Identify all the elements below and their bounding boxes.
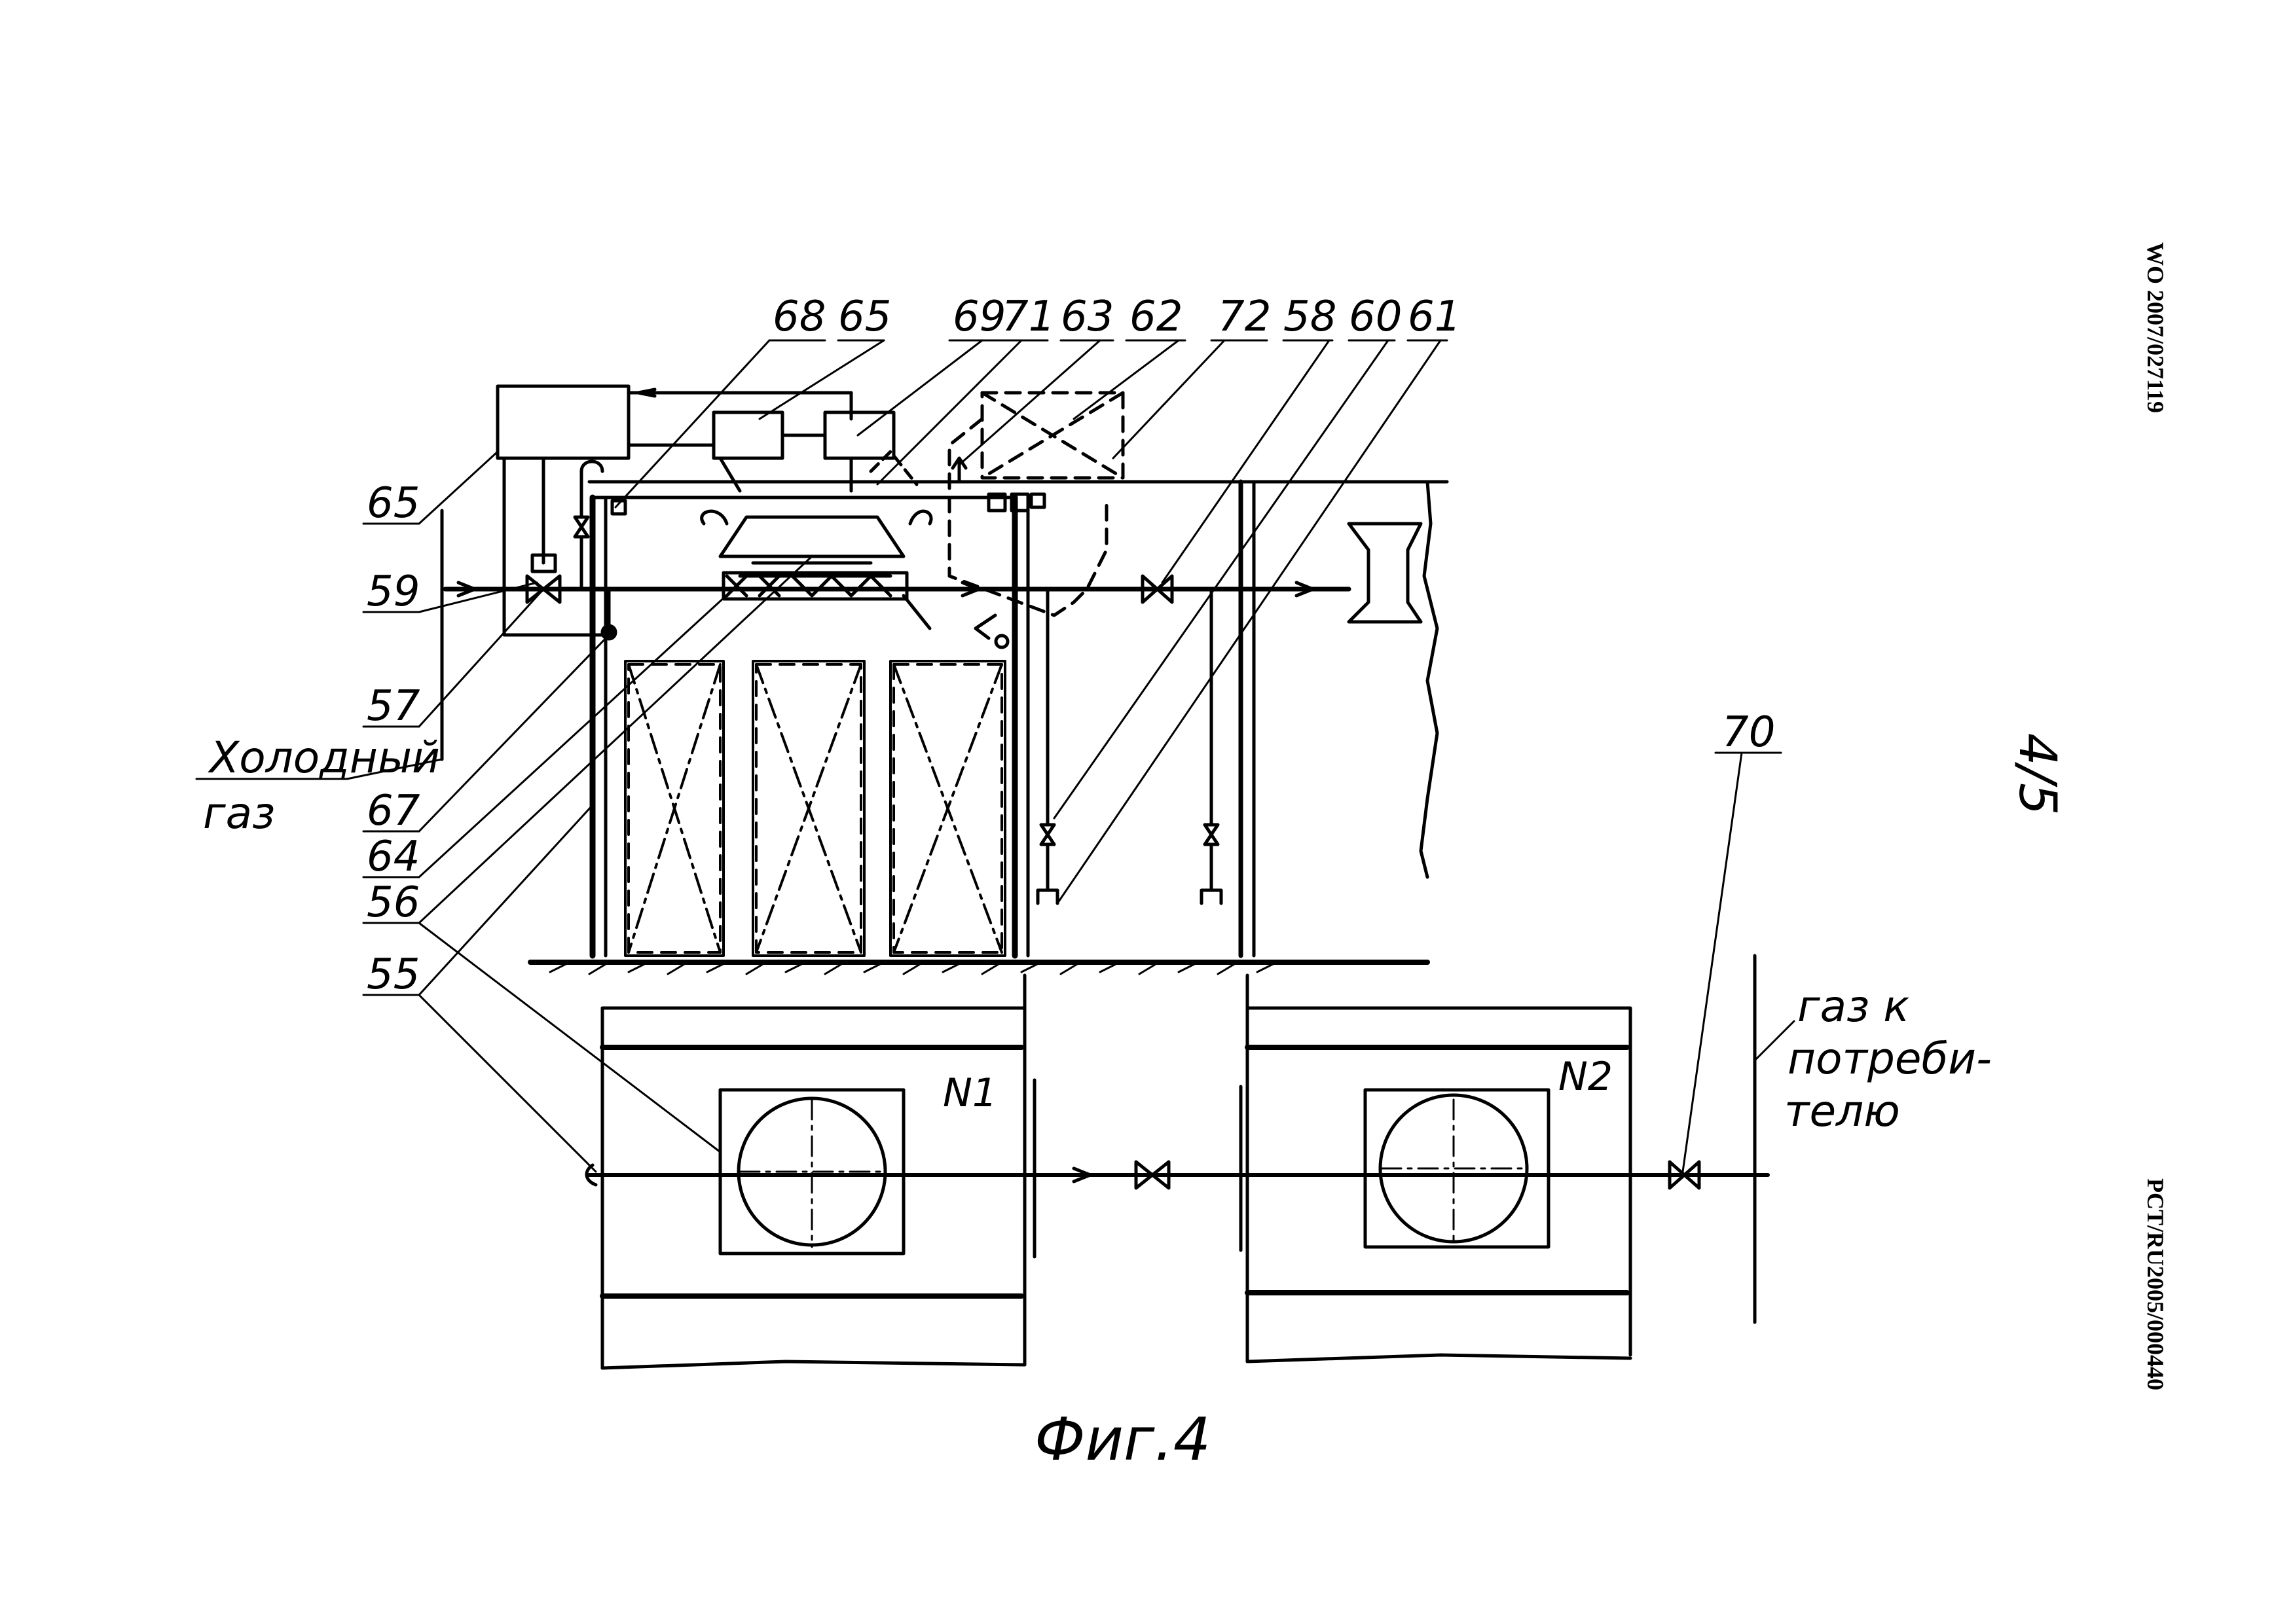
fitting xyxy=(1010,492,1030,513)
drain-60 xyxy=(1036,888,1059,905)
callout: 60 xyxy=(1349,293,1402,341)
flow-arrow xyxy=(1072,1166,1092,1183)
filter-64 xyxy=(722,571,909,601)
duct-line xyxy=(902,594,932,630)
separator-hood xyxy=(718,515,906,558)
callout: 62 xyxy=(1129,293,1183,341)
unit-label-n1: N1 xyxy=(943,1070,997,1116)
flow-arrow xyxy=(456,581,477,598)
callout: 71 xyxy=(1002,293,1055,341)
valve-61 xyxy=(1203,823,1220,846)
consumer-label: газ к xyxy=(1797,981,1909,1032)
drain-arrow xyxy=(974,613,997,640)
unit-n2-wheel xyxy=(1378,1093,1529,1244)
callout: 67 xyxy=(367,787,420,835)
callout: 55 xyxy=(367,950,420,999)
valve-59 xyxy=(573,515,590,539)
callout: 69 xyxy=(953,293,1006,341)
hx-piping xyxy=(947,417,1109,617)
fitting xyxy=(1029,492,1046,509)
valve-actuator-57 xyxy=(530,553,557,573)
sensor-bulb-67 xyxy=(600,624,617,641)
flow-arrow xyxy=(961,581,981,598)
drain-61 xyxy=(1200,888,1223,905)
application-number: PCT/RU2005/000440 xyxy=(2142,1178,2169,1390)
hx-cross xyxy=(980,391,1125,480)
callout: 57 xyxy=(367,682,420,731)
valve-70 xyxy=(1668,1160,1701,1190)
figure-caption: Фиг.4 xyxy=(1035,1405,1211,1474)
drain-marker xyxy=(994,634,1010,649)
unit-n2-window xyxy=(1363,1088,1550,1249)
flow-arrow xyxy=(1294,581,1315,598)
consumer-label: потреби- xyxy=(1788,1034,1992,1084)
callout: 70 xyxy=(1722,708,1775,757)
duct-curve xyxy=(700,509,729,526)
valve-handle xyxy=(579,460,604,473)
controller-65 xyxy=(496,384,631,460)
filter-pattern xyxy=(725,574,892,598)
callout: 56 xyxy=(367,878,420,927)
unit-label-n2: N2 xyxy=(1558,1054,1613,1100)
valve-57 xyxy=(525,574,562,604)
unit-n1-window xyxy=(718,1088,906,1255)
signal-arrow xyxy=(636,388,657,398)
callout: 63 xyxy=(1061,293,1114,341)
signal-line xyxy=(718,456,742,493)
publication-number: WO 2007/027119 xyxy=(2142,242,2169,413)
cold-gas-label: Холодный xyxy=(208,732,440,783)
sheet-number: 4/5 xyxy=(2008,733,2066,816)
unit-n2-top xyxy=(1245,1006,1632,1357)
unit-n1-top xyxy=(600,1006,1027,1363)
callout: 64 xyxy=(367,833,420,881)
callout: 72 xyxy=(1218,293,1271,341)
valve-between-units xyxy=(1134,1160,1171,1190)
fitting xyxy=(987,492,1007,513)
fitting xyxy=(610,499,627,516)
callout: 65 xyxy=(367,479,420,528)
duct-curve xyxy=(908,509,933,526)
heat-exchanger-62 xyxy=(980,391,1125,480)
unit-n1-wheel xyxy=(737,1096,887,1247)
callout: 61 xyxy=(1408,293,1461,341)
callout: 59 xyxy=(367,568,420,616)
right-wall xyxy=(1419,480,1439,879)
callout: 68 xyxy=(773,293,826,341)
callout: 65 xyxy=(838,293,891,341)
unit-n1-bottom xyxy=(600,1360,1027,1370)
valve-72 xyxy=(1141,574,1174,604)
outlet-fitting xyxy=(1347,522,1423,624)
leader-lines xyxy=(195,339,1795,1173)
sensor-box-68 xyxy=(712,410,784,460)
dashed-link-71 xyxy=(869,450,919,486)
sensor-box-69 xyxy=(823,410,896,460)
callout: 58 xyxy=(1283,293,1336,341)
cabinet-group xyxy=(624,660,1006,957)
valve-60 xyxy=(1039,823,1056,846)
consumer-label: телю xyxy=(1784,1086,1900,1136)
cold-gas-label: газ xyxy=(203,788,275,839)
unit-n2-bottom xyxy=(1245,1353,1632,1363)
ground-hatch xyxy=(549,961,1278,975)
